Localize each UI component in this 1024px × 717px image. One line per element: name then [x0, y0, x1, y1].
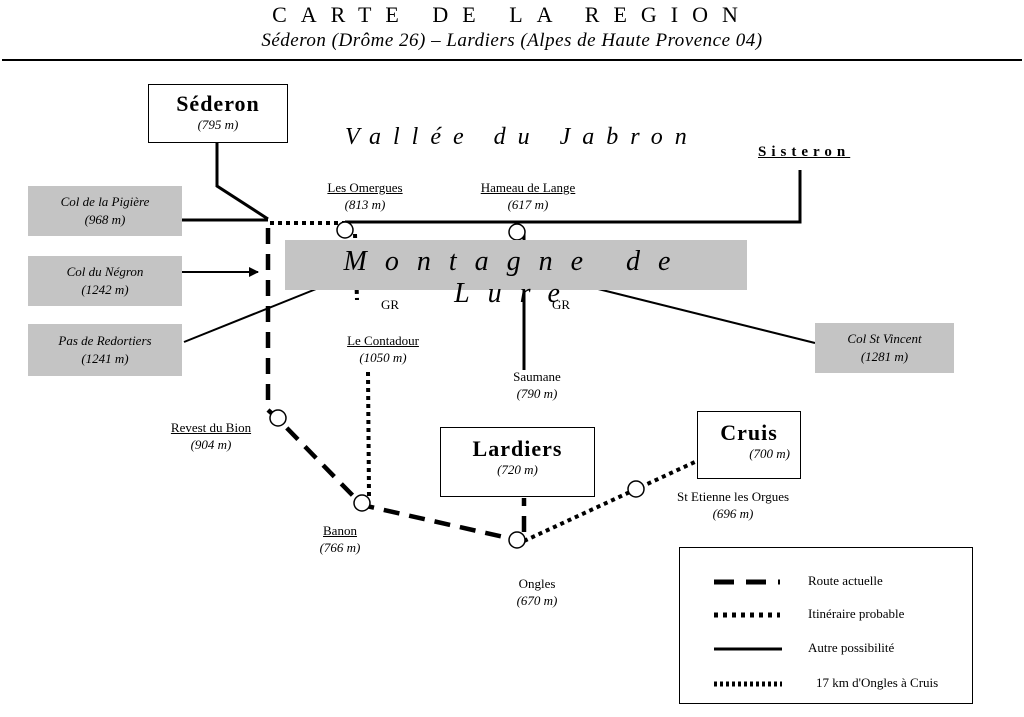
col-name: Col du Négron	[66, 264, 144, 279]
place-name: Banon	[323, 523, 357, 538]
place-lange: Hameau de Lange (617 m)	[455, 179, 601, 213]
place-saumane: Saumane (790 m)	[477, 368, 597, 402]
town-cruis: Cruis (700 m)	[697, 411, 801, 479]
town-lardiers: Lardiers (720 m)	[440, 427, 595, 497]
legend-swatch-solid	[714, 647, 782, 651]
point-banon	[353, 494, 371, 512]
place-name: Hameau de Lange	[480, 180, 576, 195]
place-omergues: Les Omergues (813 m)	[305, 179, 425, 213]
place-altitude: (766 m)	[319, 540, 361, 555]
point-ongles	[508, 531, 526, 549]
legend-label: Itinéraire probable	[808, 606, 905, 621]
road-jabron-sisteron	[345, 170, 802, 224]
place-name: Ongles	[518, 576, 556, 591]
point-lange	[508, 223, 526, 241]
montagne-de-lure-label: Montagne de Lure	[343, 246, 689, 309]
col-altitude: (1281 m)	[860, 349, 909, 364]
town-altitude: (795 m)	[197, 117, 239, 132]
place-name: Les Omergues	[327, 180, 403, 195]
legend-item-itineraire: Itinéraire probable	[680, 605, 972, 625]
town-name: Cruis	[720, 420, 778, 445]
map-subtitle: Séderon (Drôme 26) – Lardiers (Alpes de …	[261, 30, 763, 51]
place-altitude: (904 m)	[190, 437, 232, 452]
route-contadour-banon	[366, 371, 371, 498]
col-altitude: (1241 m)	[81, 351, 129, 366]
col-st-vincent: Col St Vincent (1281 m)	[815, 323, 954, 373]
legend-label: 17 km d'Ongles à Cruis	[816, 675, 939, 690]
legend-swatch-dashed	[714, 579, 780, 585]
point-revest	[269, 409, 287, 427]
title-rule	[2, 59, 1022, 61]
col-redortiers: Pas de Redortiers (1241 m)	[28, 324, 182, 376]
place-name: St Etienne les Orgues	[676, 489, 790, 504]
sisteron-label: Sisteron	[758, 144, 851, 160]
gr-label-right: GR	[552, 297, 571, 312]
point-omergues	[336, 221, 354, 239]
col-name: Col St Vincent	[847, 331, 922, 346]
legend: Route actuelle Itinéraire probable Autre…	[679, 547, 973, 704]
gr-label-left: GR	[381, 297, 400, 312]
place-altitude: (1050 m)	[359, 350, 407, 365]
road-sederon-pigiere	[215, 143, 269, 221]
vallee-label: Vallée du Jabron	[345, 124, 699, 150]
town-altitude: (720 m)	[497, 462, 538, 477]
legend-swatch-dense-dotted	[714, 681, 782, 687]
town-altitude: (700 m)	[749, 446, 790, 461]
place-ongles: Ongles (670 m)	[487, 575, 587, 609]
legend-label: Route actuelle	[808, 573, 883, 588]
col-altitude: (1242 m)	[81, 282, 129, 297]
place-altitude: (670 m)	[516, 593, 558, 608]
col-altitude: (968 m)	[84, 212, 126, 227]
town-name: Séderon	[176, 91, 260, 116]
place-altitude: (813 m)	[344, 197, 386, 212]
col-name: Col de la Pigière	[60, 194, 150, 209]
place-revest: Revest du Bion (904 m)	[145, 419, 277, 453]
col-negron: Col du Négron (1242 m)	[28, 256, 182, 306]
place-altitude: (696 m)	[712, 506, 754, 521]
legend-item-ongles-cruis: 17 km d'Ongles à Cruis	[680, 674, 972, 694]
place-st-etienne: St Etienne les Orgues (696 m)	[648, 488, 818, 522]
montagne-de-lure-band: Montagne de Lure	[285, 240, 747, 309]
map-title: CARTE DE LA REGION	[272, 2, 752, 27]
col-name: Pas de Redortiers	[58, 333, 152, 348]
place-altitude: (617 m)	[507, 197, 549, 212]
point-st-etienne	[627, 480, 645, 498]
legend-label: Autre possibilité	[808, 640, 895, 655]
town-name: Lardiers	[472, 436, 563, 461]
place-name: Revest du Bion	[170, 420, 252, 435]
place-contadour: Le Contadour (1050 m)	[323, 332, 443, 366]
waypoints	[269, 221, 645, 549]
place-name: Saumane	[513, 369, 561, 384]
legend-swatch-dotted	[714, 612, 780, 618]
place-name: Le Contadour	[347, 333, 419, 348]
legend-item-route-actuelle: Route actuelle	[680, 572, 972, 592]
col-pigiere: Col de la Pigière (968 m)	[28, 186, 182, 236]
town-sederon: Séderon (795 m)	[148, 84, 288, 143]
place-altitude: (790 m)	[516, 386, 558, 401]
legend-item-autre: Autre possibilité	[680, 639, 972, 659]
place-banon: Banon (766 m)	[290, 522, 390, 556]
